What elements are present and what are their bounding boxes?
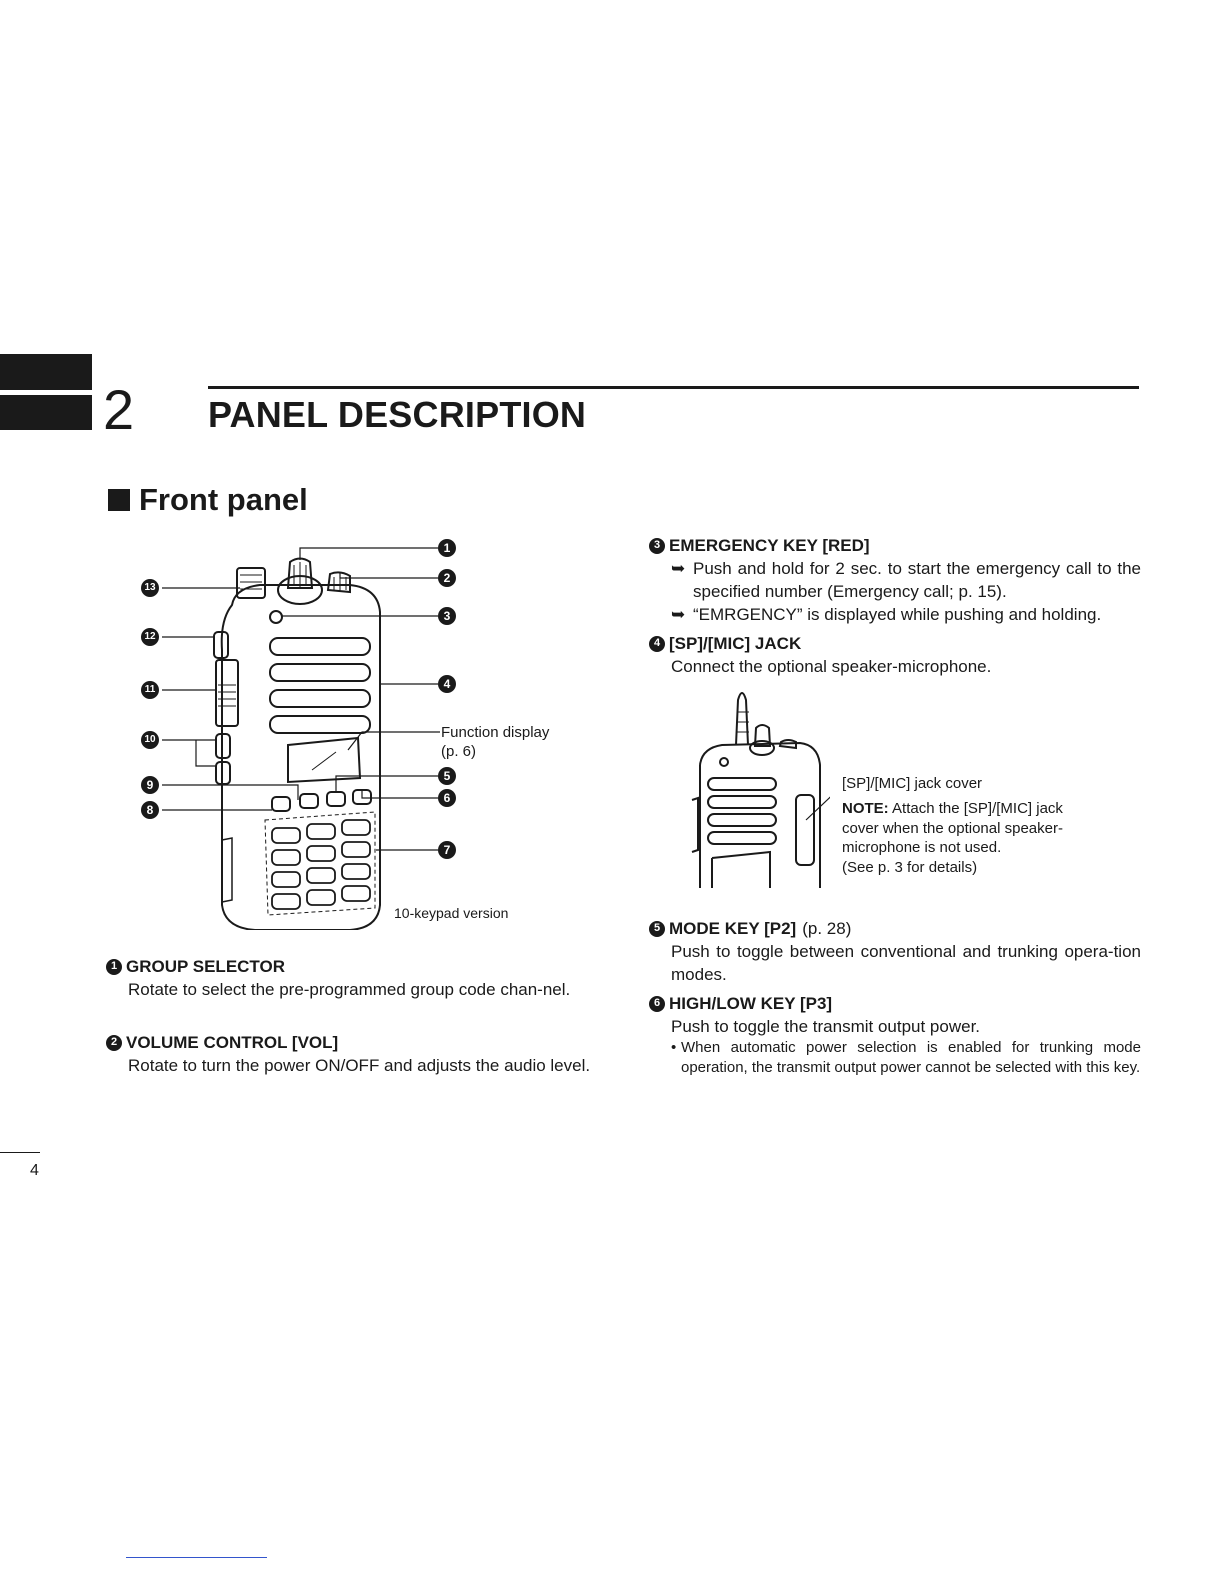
section-title-text: Front panel — [139, 482, 308, 517]
callout-8: 8 — [141, 801, 159, 819]
item-1-title: GROUP SELECTOR — [126, 957, 286, 976]
callout-10: 10 — [141, 731, 159, 749]
note-label: NOTE: — [842, 800, 889, 817]
callout-9: 9 — [141, 776, 159, 794]
callout-12: 12 — [141, 628, 159, 646]
item-4-title: [SP]/[MIC] JACK — [669, 634, 802, 653]
callout-4: 4 — [438, 675, 456, 693]
page-number: 4 — [30, 1162, 39, 1179]
function-display-label: Function display (p. 6) — [441, 724, 550, 760]
callout-5: 5 — [438, 767, 456, 785]
item-3-line2: “EMRGENCY” is displayed while pushing an… — [693, 605, 1102, 624]
chapter-number: 2 — [103, 378, 135, 441]
item-5-text: Push to toggle between conventional and … — [671, 942, 1141, 984]
item-6-number: 6 — [649, 995, 665, 1012]
figure1-caption: 10-keypad version — [394, 905, 509, 921]
item-5-title: MODE KEY [P2] — [669, 919, 797, 938]
callout-3: 3 — [438, 607, 456, 625]
callout-6: 6 — [438, 789, 456, 807]
transceiver-front-figure — [162, 547, 440, 930]
jack-cover-label: [SP]/[MIC] jack cover — [842, 775, 983, 792]
item-5-number: 5 — [649, 920, 665, 937]
bullet-icon: • — [671, 1039, 677, 1056]
item-sp-mic-jack: 4[SP]/[MIC] JACK Connect the optional sp… — [649, 632, 1141, 678]
item-2-text: Rotate to turn the power ON/OFF and adju… — [128, 1056, 591, 1075]
callout-11: 11 — [141, 681, 159, 699]
bottom-link-line — [126, 1557, 267, 1558]
page-number-rule — [0, 1152, 40, 1153]
item-2-title: VOLUME CONTROL [VOL] — [126, 1033, 339, 1052]
arrow-icon: ➥ — [671, 605, 686, 624]
chapter-rule — [208, 386, 1139, 389]
item-6-bullet: When automatic power selection is enable… — [681, 1039, 1141, 1076]
callout-13: 13 — [141, 579, 159, 597]
section-square-icon — [108, 489, 130, 511]
item-4-text: Connect the optional speaker-microphone. — [671, 657, 992, 676]
section-title: Front panel — [108, 482, 308, 518]
item-4-number: 4 — [649, 635, 665, 652]
item-3-number: 3 — [649, 537, 665, 554]
item-3-line1: Push and hold for 2 sec. to start the em… — [693, 559, 1141, 601]
chapter-tab-top — [0, 354, 92, 390]
item-3-title: EMERGENCY KEY [RED] — [669, 536, 870, 555]
chapter-tab-bottom — [0, 395, 92, 430]
jack-cover-note: NOTE: Attach the [SP]/[MIC] jack cover w… — [842, 800, 1063, 876]
item-6-text: Push to toggle the transmit output power… — [671, 1017, 981, 1036]
callout-7: 7 — [438, 841, 456, 859]
item-1-text: Rotate to select the pre-programmed grou… — [128, 980, 571, 999]
arrow-icon: ➥ — [671, 559, 686, 578]
item-5-ref: (p. 28) — [802, 919, 852, 938]
item-6-title: HIGH/LOW KEY [P3] — [669, 994, 833, 1013]
callout-1: 1 — [438, 539, 456, 557]
item-2-number: 2 — [106, 1034, 122, 1051]
item-1-number: 1 — [106, 958, 122, 975]
chapter-title: PANEL DESCRIPTION — [208, 394, 587, 435]
callout-2: 2 — [438, 569, 456, 587]
jack-cover-figure — [691, 692, 830, 888]
